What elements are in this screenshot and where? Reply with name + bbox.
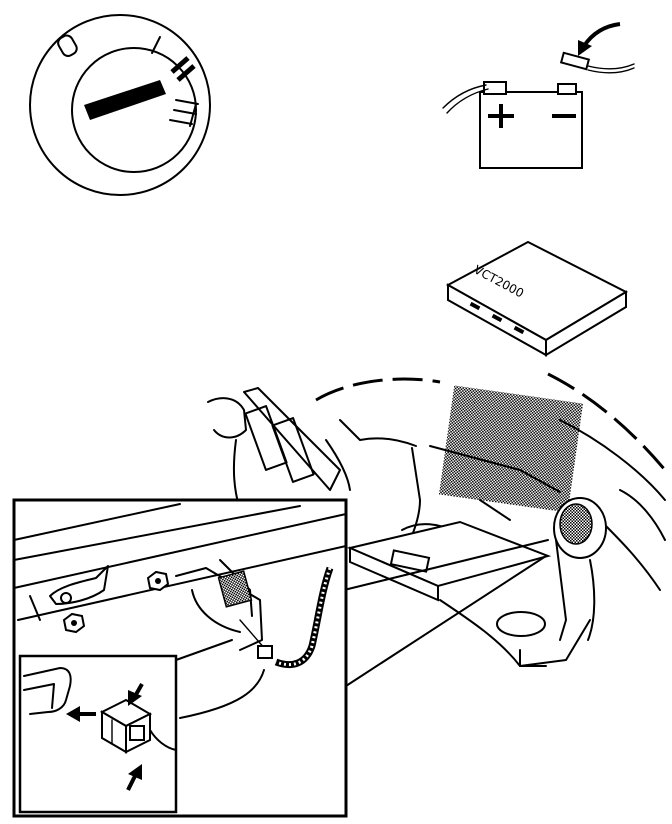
- connector-body-icon: [99, 698, 153, 754]
- battery-icon: [442, 22, 635, 169]
- position-I-marker: [151, 36, 161, 54]
- release-tab-arrow-top-icon: [128, 683, 144, 706]
- pull-direction-arrow-icon: [66, 706, 96, 722]
- dashboard-illustration: [207, 372, 667, 687]
- glovebox-lid: [346, 520, 552, 602]
- wire-harness-icon: [239, 566, 334, 669]
- negative-cable-clamp-icon: [559, 51, 635, 74]
- nut-icon: [146, 570, 170, 592]
- module-location-shading: [438, 385, 584, 513]
- ignition-switch-icon: [29, 14, 211, 196]
- air-vent-icon: [553, 497, 607, 559]
- position-0-marker: [57, 34, 78, 57]
- key-slot-icon: [84, 80, 166, 120]
- connector-plug-icon: [257, 645, 273, 659]
- position-III-marker: [169, 99, 199, 127]
- release-tab-arrow-bottom-icon: [126, 764, 142, 791]
- control-module-icon: VCT2000: [445, 240, 629, 357]
- connector-zoom-inset: [18, 654, 178, 814]
- cupholder-icon: [496, 611, 546, 637]
- curved-arrow-icon: [578, 22, 621, 56]
- connector-detail-inset: [12, 498, 348, 818]
- position-II-marker: [170, 56, 196, 82]
- nut-icon: [62, 612, 86, 634]
